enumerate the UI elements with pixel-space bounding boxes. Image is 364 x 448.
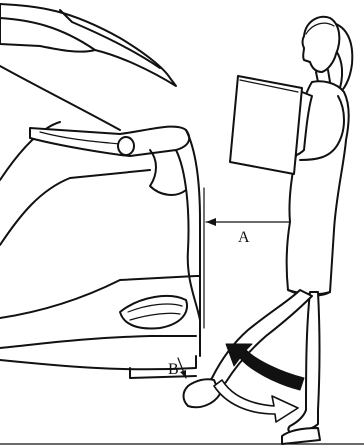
taillight-hook [150,150,186,195]
woman-figure [184,17,353,444]
taillight [30,127,189,156]
bumper-bottom [0,356,196,369]
return-arrow [214,380,298,422]
gas-strut [0,66,120,130]
bumper-face [196,276,200,356]
rear-pillar [176,150,200,320]
dimension-b-label: B [168,361,179,378]
bumper-reflector [120,296,187,328]
head [303,17,340,72]
kicking-shoe [184,379,221,407]
taillight-lens [118,137,134,155]
dimension-a-arrowhead [206,218,216,226]
car-rear [0,4,200,378]
curved-arrow-outline-icon [214,380,298,422]
dimension-a-label: A [238,229,250,246]
lower-body [0,336,196,348]
car-quarter-panel [0,170,150,245]
